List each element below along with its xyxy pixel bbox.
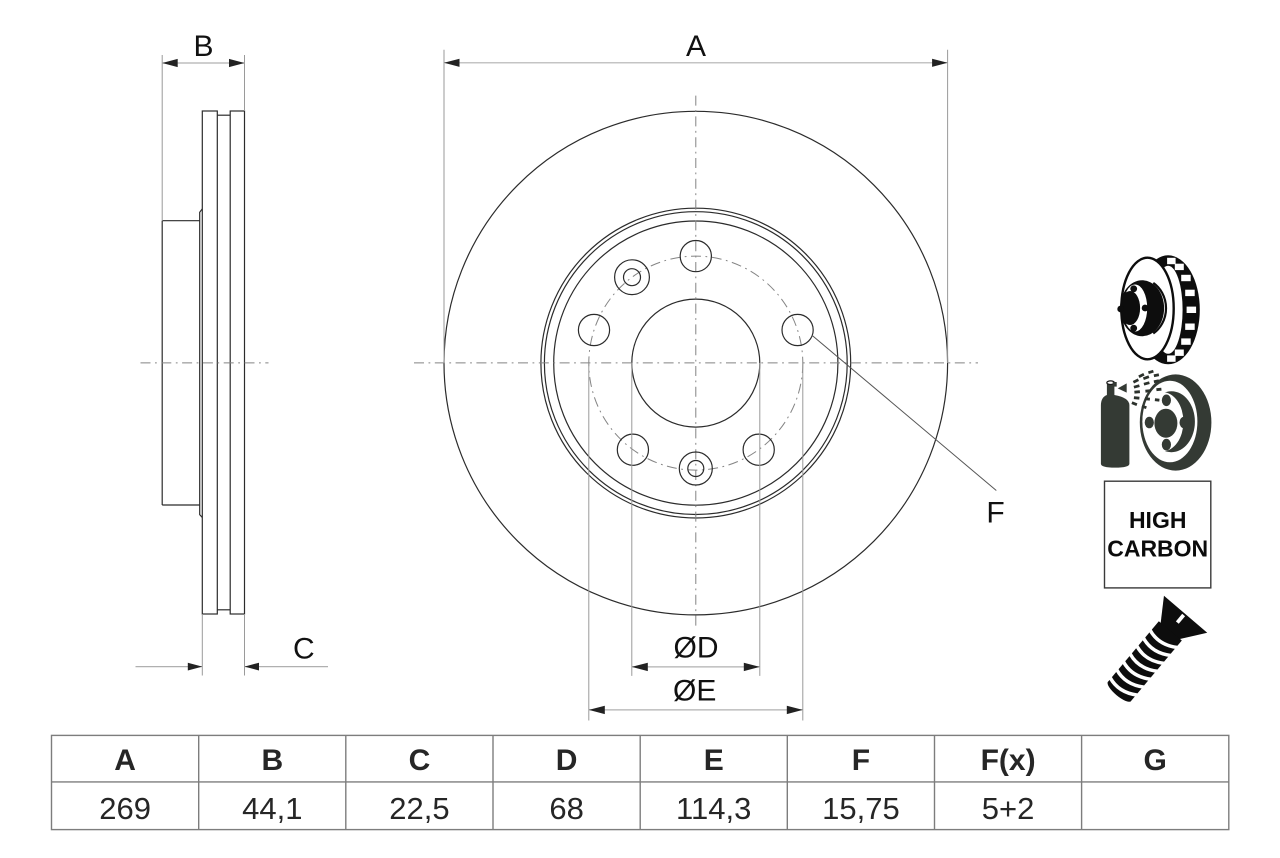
svg-text:CARBON: CARBON xyxy=(1107,535,1208,561)
svg-text:F: F xyxy=(986,497,1004,530)
svg-text:B: B xyxy=(261,744,283,777)
svg-text:C: C xyxy=(293,633,315,666)
svg-text:44,1: 44,1 xyxy=(242,791,302,826)
svg-text:E: E xyxy=(704,744,724,777)
svg-text:15,75: 15,75 xyxy=(822,791,900,826)
svg-text:A: A xyxy=(686,30,706,63)
svg-text:D: D xyxy=(556,744,578,777)
svg-text:A: A xyxy=(114,744,136,777)
svg-text:ØE: ØE xyxy=(673,674,716,707)
svg-text:ØD: ØD xyxy=(674,631,719,664)
svg-text:G: G xyxy=(1144,744,1167,777)
svg-text:F: F xyxy=(852,744,870,777)
svg-text:68: 68 xyxy=(549,791,583,826)
svg-text:114,3: 114,3 xyxy=(676,791,751,826)
svg-text:F(x): F(x) xyxy=(981,744,1036,777)
svg-text:269: 269 xyxy=(99,791,151,826)
svg-text:B: B xyxy=(193,30,213,63)
svg-text:HIGH: HIGH xyxy=(1129,507,1187,533)
svg-text:C: C xyxy=(409,744,431,777)
svg-text:5+2: 5+2 xyxy=(982,791,1035,826)
svg-text:22,5: 22,5 xyxy=(389,791,449,826)
